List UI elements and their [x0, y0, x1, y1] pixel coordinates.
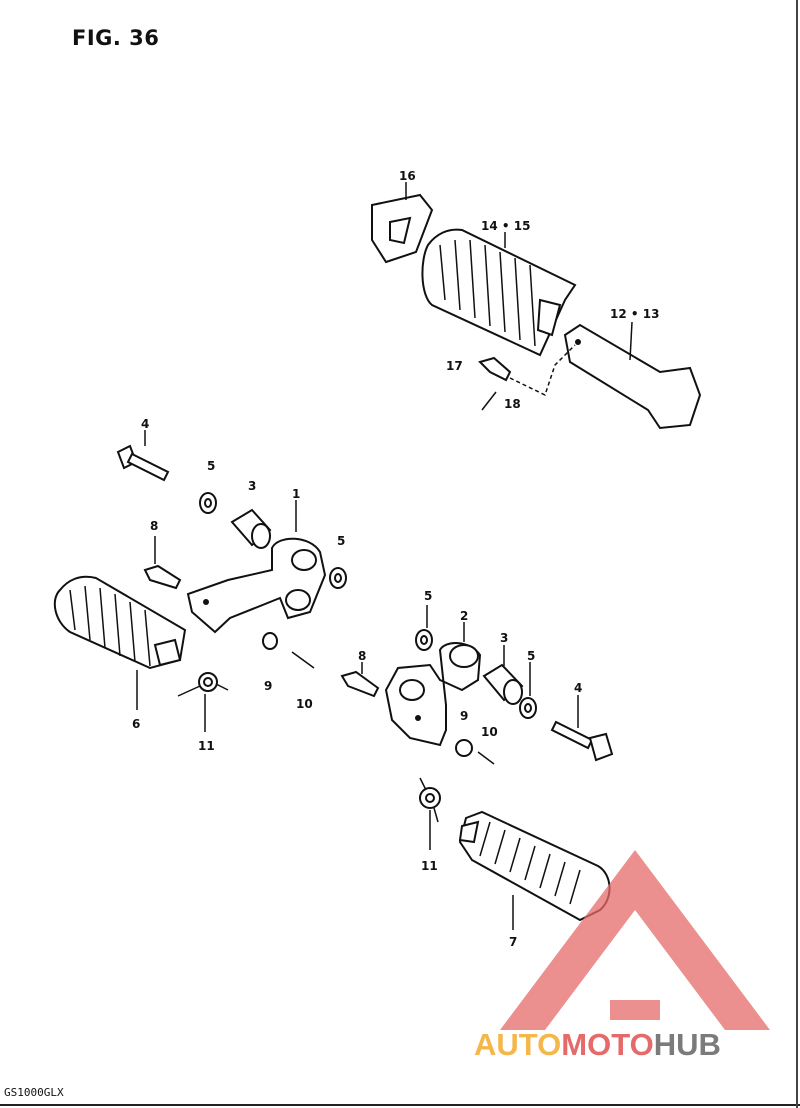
part-3-bushing-a	[230, 508, 272, 549]
label-11a: 11	[198, 739, 215, 753]
part-9-washer-right	[455, 739, 473, 757]
watermark-hub: HUB	[653, 1027, 721, 1062]
part-5-washer-a	[199, 492, 217, 514]
label-1: 1	[292, 487, 300, 501]
label-17: 17	[446, 359, 463, 373]
part-10-cotter-left	[291, 651, 315, 669]
part-9-washer-left	[262, 632, 278, 650]
part-4-bolt-right	[550, 720, 614, 762]
part-5-washer-d	[519, 697, 537, 719]
part-11-spring-right	[419, 777, 441, 823]
label-5d: 5	[527, 649, 535, 663]
label-7: 7	[509, 935, 517, 949]
label-4b: 4	[574, 681, 582, 695]
part-4-bolt-left	[116, 444, 170, 482]
label-8a: 8	[150, 519, 158, 533]
part-11-spring-left	[177, 672, 229, 697]
part-17-pin	[478, 356, 512, 382]
label-3b: 3	[500, 631, 508, 645]
part-14-15-rubber	[421, 228, 577, 357]
part-8-pin-right	[340, 670, 380, 698]
part-12-13-footrest	[563, 323, 702, 430]
label-9a: 9	[264, 679, 272, 693]
bottom-border	[0, 1104, 800, 1106]
watermark-text: AUTOMOTOHUB	[474, 1027, 721, 1063]
label-6: 6	[132, 717, 140, 731]
label-4a: 4	[141, 417, 149, 431]
label-11b: 11	[421, 859, 438, 873]
label-8b: 8	[358, 649, 366, 663]
watermark-moto: MOTO	[561, 1027, 654, 1062]
part-3-bushing-b	[482, 663, 524, 705]
label-10a: 10	[296, 697, 313, 711]
part-5-washer-c	[415, 629, 433, 651]
assembly-guide-line	[509, 344, 576, 397]
label-2: 2	[460, 609, 468, 623]
label-5c: 5	[424, 589, 432, 603]
figure-title: FIG. 36	[72, 26, 160, 50]
part-2-bracket	[384, 642, 482, 747]
label-3a: 3	[248, 479, 256, 493]
label-9b: 9	[460, 709, 468, 723]
part-8-pin-left	[143, 564, 182, 590]
label-10b: 10	[481, 725, 498, 739]
part-6-footrest-left	[53, 575, 187, 670]
leader-12-13	[629, 321, 633, 361]
part-18-cotter	[481, 391, 497, 411]
part-7-footrest-right	[458, 810, 611, 922]
watermark-auto: AUTO	[474, 1027, 562, 1062]
label-12-13: 12 • 13	[610, 307, 659, 321]
label-16: 16	[399, 169, 416, 183]
automotohub-logo-icon	[500, 850, 770, 1030]
label-14-15: 14 • 15	[481, 219, 530, 233]
right-border	[796, 0, 798, 1108]
label-5a: 5	[207, 459, 215, 473]
part-5-washer-b	[329, 567, 347, 589]
label-18: 18	[504, 397, 521, 411]
label-5b: 5	[337, 534, 345, 548]
part-1-bracket	[186, 537, 327, 634]
part-10-cotter-right	[477, 751, 495, 765]
part-16-plate	[371, 193, 434, 264]
model-code: GS1000GLX	[4, 1086, 64, 1099]
